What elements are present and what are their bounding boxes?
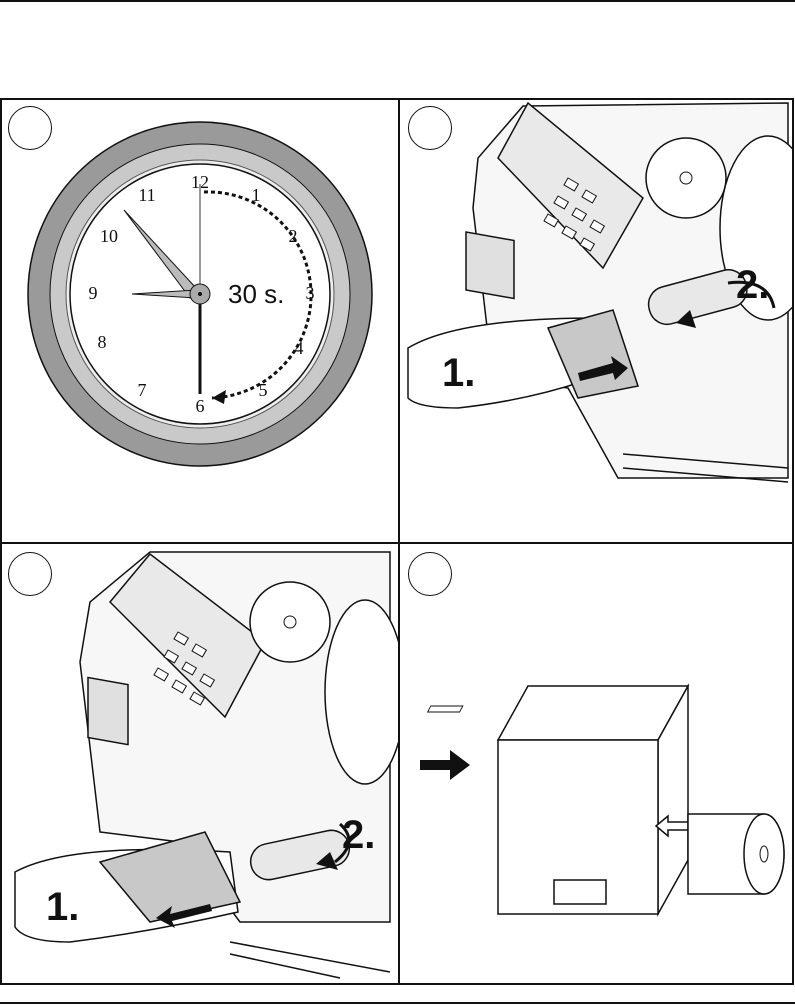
clock-number-11: 11	[138, 185, 155, 205]
step2-label: 2.	[342, 813, 375, 857]
clock-number-4: 4	[295, 338, 304, 358]
clock-number-2: 2	[289, 226, 298, 246]
printer-remove-illustration: 1. 2.	[0, 542, 398, 983]
clock-number-6: 6	[196, 396, 205, 416]
clock-number-1: 1	[252, 185, 261, 205]
right-arrow-icon	[420, 750, 470, 780]
grid-line	[0, 983, 794, 985]
bottom-rule	[0, 1002, 795, 1004]
instruction-grid: 12 1 2 3 4 5 6 7 8 9 10 11 30 s.	[0, 98, 794, 985]
grid-line	[792, 98, 794, 985]
clock-number-9: 9	[89, 283, 98, 303]
clock-number-5: 5	[259, 380, 268, 400]
panel-clock: 12 1 2 3 4 5 6 7 8 9 10 11 30 s.	[0, 98, 398, 542]
step2-label: 2.	[736, 263, 769, 307]
printer-icon	[428, 686, 688, 914]
clock-number-7: 7	[138, 380, 147, 400]
step1-label: 1.	[442, 351, 475, 395]
clock-number-3: 3	[306, 283, 315, 303]
printer-box-illustration	[398, 542, 792, 983]
media-roll-icon	[688, 814, 784, 894]
printer-load-illustration: 1. 2.	[398, 98, 792, 542]
panel-printer-box	[398, 542, 792, 983]
duration-label: 30 s.	[228, 279, 284, 309]
clock-illustration: 12 1 2 3 4 5 6 7 8 9 10 11 30 s.	[0, 98, 398, 542]
clock-number-10: 10	[100, 226, 118, 246]
clock-number-8: 8	[98, 332, 107, 352]
panel-load-media: 1. 2.	[398, 98, 792, 542]
step1-label: 1.	[46, 885, 79, 929]
top-rule	[0, 0, 795, 2]
panel-remove-media: 1. 2.	[0, 542, 398, 983]
